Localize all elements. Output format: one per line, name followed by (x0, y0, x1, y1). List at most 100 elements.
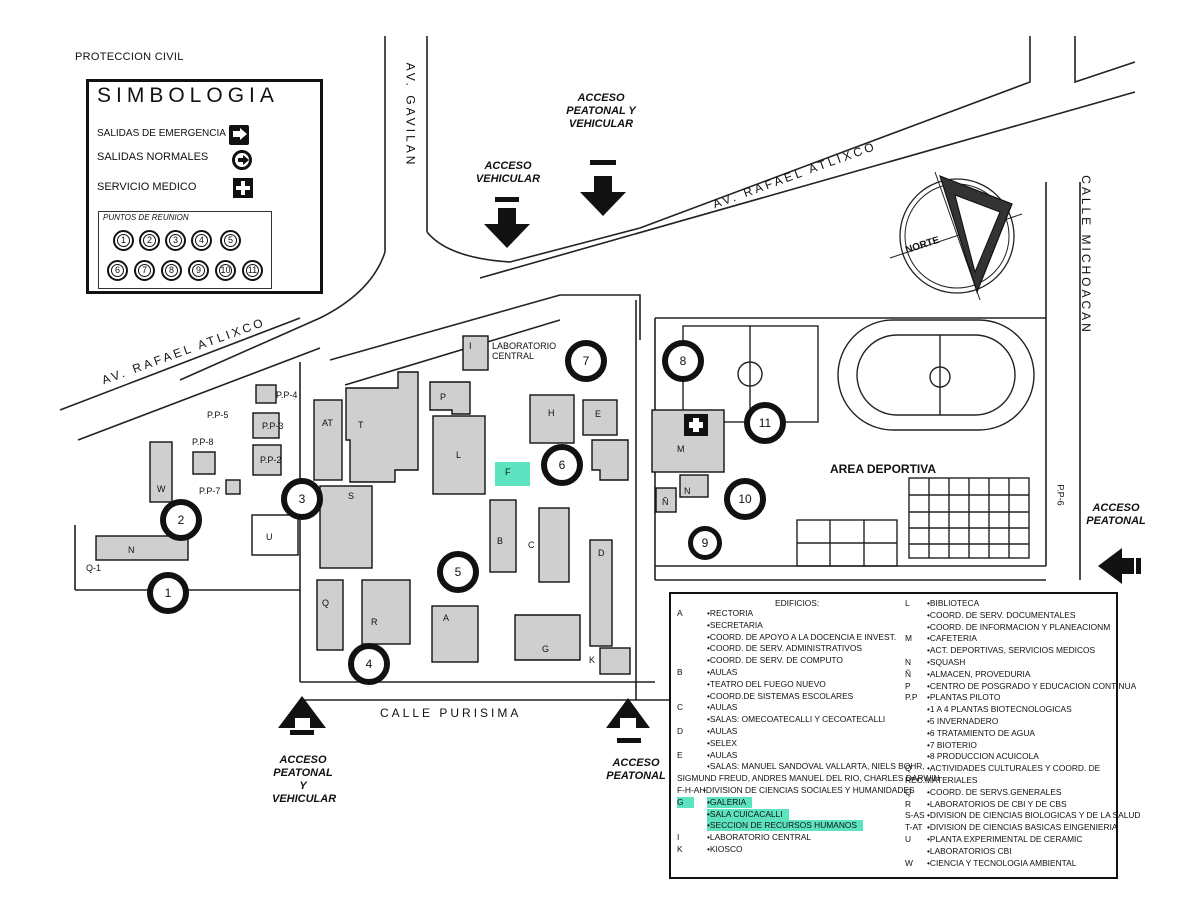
access-peatonal-right-label: ACCESO PEATONAL (1086, 502, 1146, 527)
legend-code: D (677, 726, 684, 736)
legend-text: •TEATRO DEL FUEGO NUEVO (707, 678, 826, 689)
legend-text: •COORD. DE INFORMACION Y PLANEACIONM (927, 621, 1111, 632)
symbology-legend: SIMBOLOGIA SALIDAS DE EMERGENCIA SALIDAS… (86, 79, 323, 294)
legend-text: •5 INVERNADERO (927, 716, 999, 726)
legend-code: F-H-AH (677, 785, 706, 795)
legend-text: •AULAS (707, 702, 738, 713)
building-f-label: H (548, 408, 555, 418)
pp2-label: P.P-2 (260, 455, 282, 465)
legend-text: •AULAS (707, 667, 738, 677)
meeting-point-10-icon: 10 (215, 260, 236, 281)
legend-header: EDIFICIOS: (775, 598, 820, 608)
road-network (59, 36, 1136, 701)
legend-code: A (677, 608, 683, 618)
meeting-point-3-marker: 3 (281, 478, 323, 520)
building-e-label: E (595, 409, 602, 419)
legend-text: •CENTRO DE POSGRADO Y EDUCACION CONTINUA (927, 680, 1137, 691)
legend-text: •RECTORIA (707, 608, 754, 618)
emergency-exit-arrow-icon (229, 125, 249, 145)
legend-text: •COORD. DE SERV. ADMINISTRATIVOS (707, 643, 862, 654)
meeting-point-11-icon: 11 (242, 260, 263, 281)
legend-text: •ACTIVIDADES CULTURALES Y COORD. DE (927, 763, 1101, 774)
meeting-points-title: PUNTOS DE REUNION (103, 213, 189, 222)
meeting-point-7-marker: 7 (565, 340, 607, 382)
q1-label: Q-1 (86, 563, 102, 573)
meeting-point-4-icon: 4 (191, 230, 212, 251)
building-s-label: S (348, 491, 355, 501)
meeting-point-6-marker: 6 (541, 444, 583, 486)
legend-text: •DIVISION DE CIENCIAS BASICAS EINGENIERI… (927, 822, 1118, 833)
meeting-point-2-icon: 2 (139, 230, 160, 251)
legend-text: •CAFETERIA (927, 633, 977, 644)
legend-text: •DIVISION DE CIENCIAS BIOLOGICAS Y DE LA… (927, 810, 1141, 821)
symbology-title: SIMBOLOGIA (97, 84, 279, 107)
meeting-point-2-marker: 2 (160, 499, 202, 541)
legend-text: •COORD. DE SERV. DOCUMENTALES (927, 609, 1076, 620)
building-r-label: R (371, 617, 378, 627)
legend-code: L (905, 598, 910, 608)
building-w-label: W (157, 484, 166, 494)
compass-rose (889, 171, 1023, 301)
meeting-point-10-marker: 10 (724, 478, 766, 520)
access-peatonal-vehicular-top-label: ACCESO PEATONAL Y VEHICULAR (566, 92, 636, 130)
meeting-point-9-icon: 9 (188, 260, 209, 281)
building-h-label: G (542, 644, 550, 654)
building-i-label: I (469, 341, 472, 351)
legend-text: REC.MATERIALES (905, 775, 978, 785)
legend-text: •COORD. DE SERV. DE COMPUTO (707, 655, 843, 666)
pp4-label: P.P-4 (276, 390, 298, 400)
meeting-point-3-icon: 3 (165, 230, 186, 251)
road-calle-purisima-label: CALLE PURISIMA (380, 706, 522, 720)
building-n2-label: N (128, 545, 135, 555)
pp7-label: P.P-7 (199, 486, 221, 496)
legend-code: N (905, 657, 912, 667)
building-n-label: N (684, 486, 691, 496)
legend-text: •BIBLIOTECA (927, 598, 980, 608)
medical-service-label: SERVICIO MEDICO (97, 181, 197, 193)
access-peatonal-bottom-label: ACCESO PEATONAL (606, 757, 666, 782)
building-a-label: A (443, 613, 450, 623)
legend-text: •COORD. DE APOYO A LA DOCENCIA E INVEST. (707, 631, 897, 642)
legend-code: Q (905, 763, 912, 774)
normal-exits-label: SALIDAS NORMALES (97, 151, 209, 163)
meeting-point-8-marker: 8 (662, 340, 704, 382)
pp3-label: P.P-3 (262, 421, 284, 431)
meeting-point-6-icon: 6 (107, 260, 128, 281)
legend-text: •SALA CUICACALLI (707, 808, 789, 820)
building-t-label: T (358, 420, 364, 430)
legend-text: •8 PRODUCCION ACUICOLA (927, 751, 1039, 762)
road-av-gavilan-label: AV. GAVILAN (403, 62, 418, 168)
sports-fields (682, 319, 1035, 567)
legend-text: •ACT. DEPORTIVAS, SERVICIOS MEDICOS (927, 645, 1096, 656)
legend-code: B (677, 667, 683, 677)
building-d-label: D (598, 548, 605, 558)
access-arrows (278, 160, 1141, 743)
building-u-label: U (266, 532, 273, 542)
building-ntilde-label: Ñ (662, 497, 669, 507)
meeting-point-4-marker: 4 (348, 643, 390, 685)
legend-code: P (905, 680, 911, 691)
legend-text: •AULAS (707, 726, 738, 736)
legend-code: W (905, 857, 913, 868)
legend-text: •SELEX (707, 737, 737, 748)
building-q-label: Q (322, 598, 330, 608)
legend-code: T-AT (905, 822, 923, 833)
road-calle-michoacan-label: CALLE MICHOACAN (1078, 175, 1093, 335)
legend-code: Q (905, 786, 912, 797)
legend-text: •LABORATORIOS DE CBI Y DE CBS (927, 798, 1067, 809)
access-vehicular-top-label: ACCESO VEHICULAR (475, 160, 541, 185)
buildings-legend: EDIFICIOS: A•RECTORIA•SECRETARIA•COORD. … (669, 592, 1140, 879)
building-k-label: K (589, 655, 596, 665)
meeting-point-9-marker: 9 (688, 526, 722, 560)
building-at-label: AT (322, 418, 333, 428)
legend-text: •ALMACEN, PROVEDURIA (927, 668, 1031, 679)
legend-code: U (905, 834, 912, 844)
building-p-label: P (440, 392, 447, 402)
buildings-layer (95, 335, 725, 675)
legend-code: K (677, 844, 683, 854)
emergency-exits-label: SALIDAS DE EMERGENCIA (97, 128, 226, 139)
building-g-highlight (495, 462, 530, 486)
legend-code: S-AS (905, 810, 925, 821)
building-m-label: M (677, 444, 685, 454)
meeting-point-5-icon: 5 (220, 230, 241, 251)
